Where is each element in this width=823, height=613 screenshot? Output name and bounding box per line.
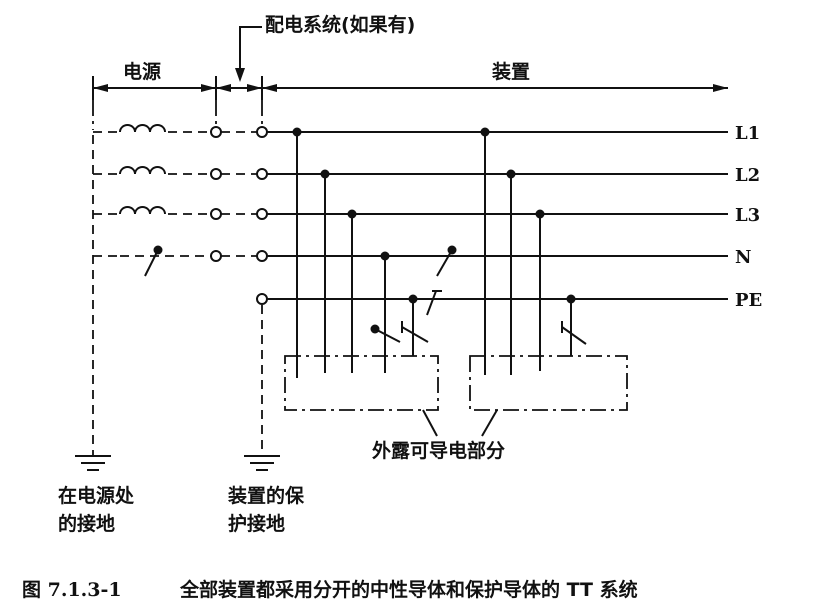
source-terminal — [210, 208, 222, 220]
neutral-contact-icon — [144, 249, 159, 277]
installation-2 — [469, 127, 628, 411]
pe-terminal — [256, 293, 268, 305]
figure-number: 图 7.1.3-1 — [22, 579, 122, 601]
source-earth-icon — [75, 455, 111, 471]
source-terminal — [210, 126, 222, 138]
winding-icon — [119, 124, 166, 133]
installation-1 — [284, 127, 457, 411]
installation-terminal — [256, 208, 268, 220]
arrowhead — [235, 68, 245, 82]
installation-terminal — [256, 250, 268, 262]
conductor-label-pe: PE — [735, 290, 762, 311]
installation-label: 装置 — [491, 60, 530, 83]
conductor-label-l1: L1 — [735, 123, 760, 144]
figure-caption: 全部装置都采用分开的中性导体和保护导体的 TT 系统 — [179, 578, 638, 601]
installation-earth-label-2: 护接地 — [228, 512, 285, 535]
conductors — [256, 131, 728, 305]
source-terminal — [210, 168, 222, 180]
installation-terminal — [256, 168, 268, 180]
conductor-label-n: N — [735, 247, 751, 268]
distribution-arrow — [239, 26, 262, 72]
installation-earth-icon — [244, 455, 280, 471]
installation-earth-label-1: 装置的保 — [227, 484, 305, 507]
source-windings — [92, 124, 268, 455]
exposed-parts-label: 外露可导电部分 — [372, 439, 505, 462]
source-earth-label-1: 在电源处 — [58, 484, 135, 507]
dimension-line — [92, 76, 728, 130]
conductor-label-l2: L2 — [735, 165, 760, 186]
source-terminal — [210, 250, 222, 262]
distribution-system-label: 配电系统(如果有) — [265, 13, 415, 36]
conductor-label-l3: L3 — [735, 205, 760, 226]
winding-icon — [119, 166, 166, 175]
winding-icon — [119, 206, 166, 215]
installation-terminal — [256, 126, 268, 138]
source-earth-label-2: 的接地 — [58, 512, 115, 535]
source-label: 电源 — [123, 60, 161, 83]
